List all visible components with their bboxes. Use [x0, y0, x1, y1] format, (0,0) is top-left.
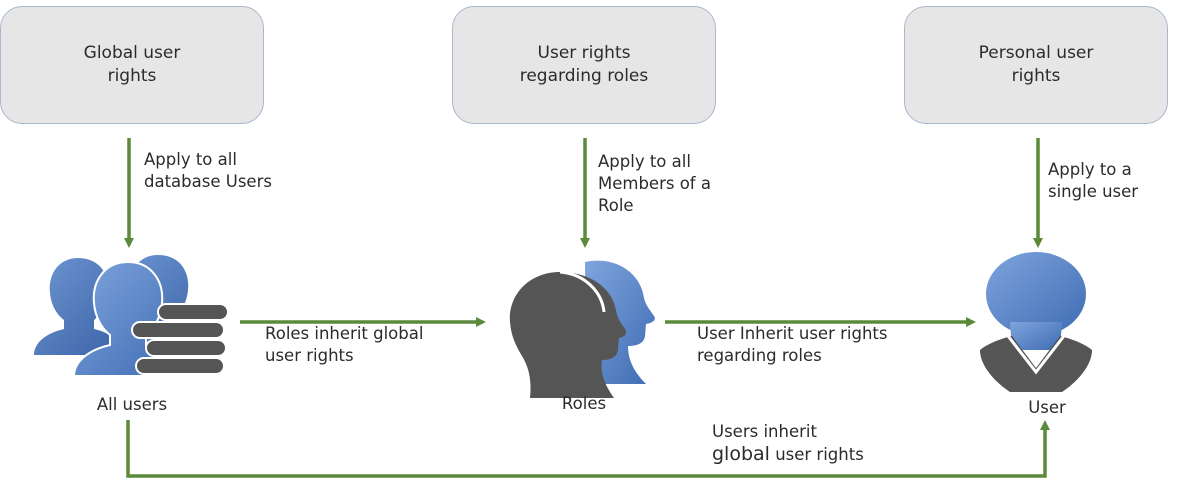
label-user-inherit-role-rights: User Inherit user rights regarding roles — [697, 324, 888, 365]
personal-user-rights-label: Personal user rights — [978, 43, 1094, 86]
label-roles-inherit-global: Roles inherit global user rights — [265, 324, 424, 365]
label-apply-members-of-role: Apply to all Members of a Role — [598, 152, 711, 215]
personal-user-rights-box: Personal user rights — [904, 6, 1168, 124]
label-bottom-suffix: user rights — [769, 445, 864, 464]
caption-roles: Roles — [561, 394, 607, 413]
roles-user-rights-label: User rights regarding roles — [519, 43, 649, 86]
label-apply-single-user: Apply to a single user — [1048, 160, 1139, 201]
roles-icon — [509, 260, 655, 398]
arrow-all-users-to-user-bottom — [126, 420, 1050, 478]
label-bottom-emph: global — [712, 443, 770, 465]
global-user-rights-label: Global user rights — [83, 43, 181, 86]
roles-user-rights-box: User rights regarding roles — [452, 6, 716, 124]
label-apply-all-database-users: Apply to all database Users — [144, 150, 272, 191]
label-bottom-line2: global user rights — [712, 443, 922, 466]
label-users-inherit-global-bottom: Users inherit global user rights — [712, 421, 922, 466]
user-icon — [980, 252, 1092, 392]
caption-all-users: All users — [96, 395, 168, 414]
users-database-icon — [34, 255, 229, 377]
caption-user: User — [1028, 398, 1066, 417]
label-bottom-line1: Users inherit — [712, 422, 817, 441]
global-user-rights-box: Global user rights — [0, 6, 264, 124]
